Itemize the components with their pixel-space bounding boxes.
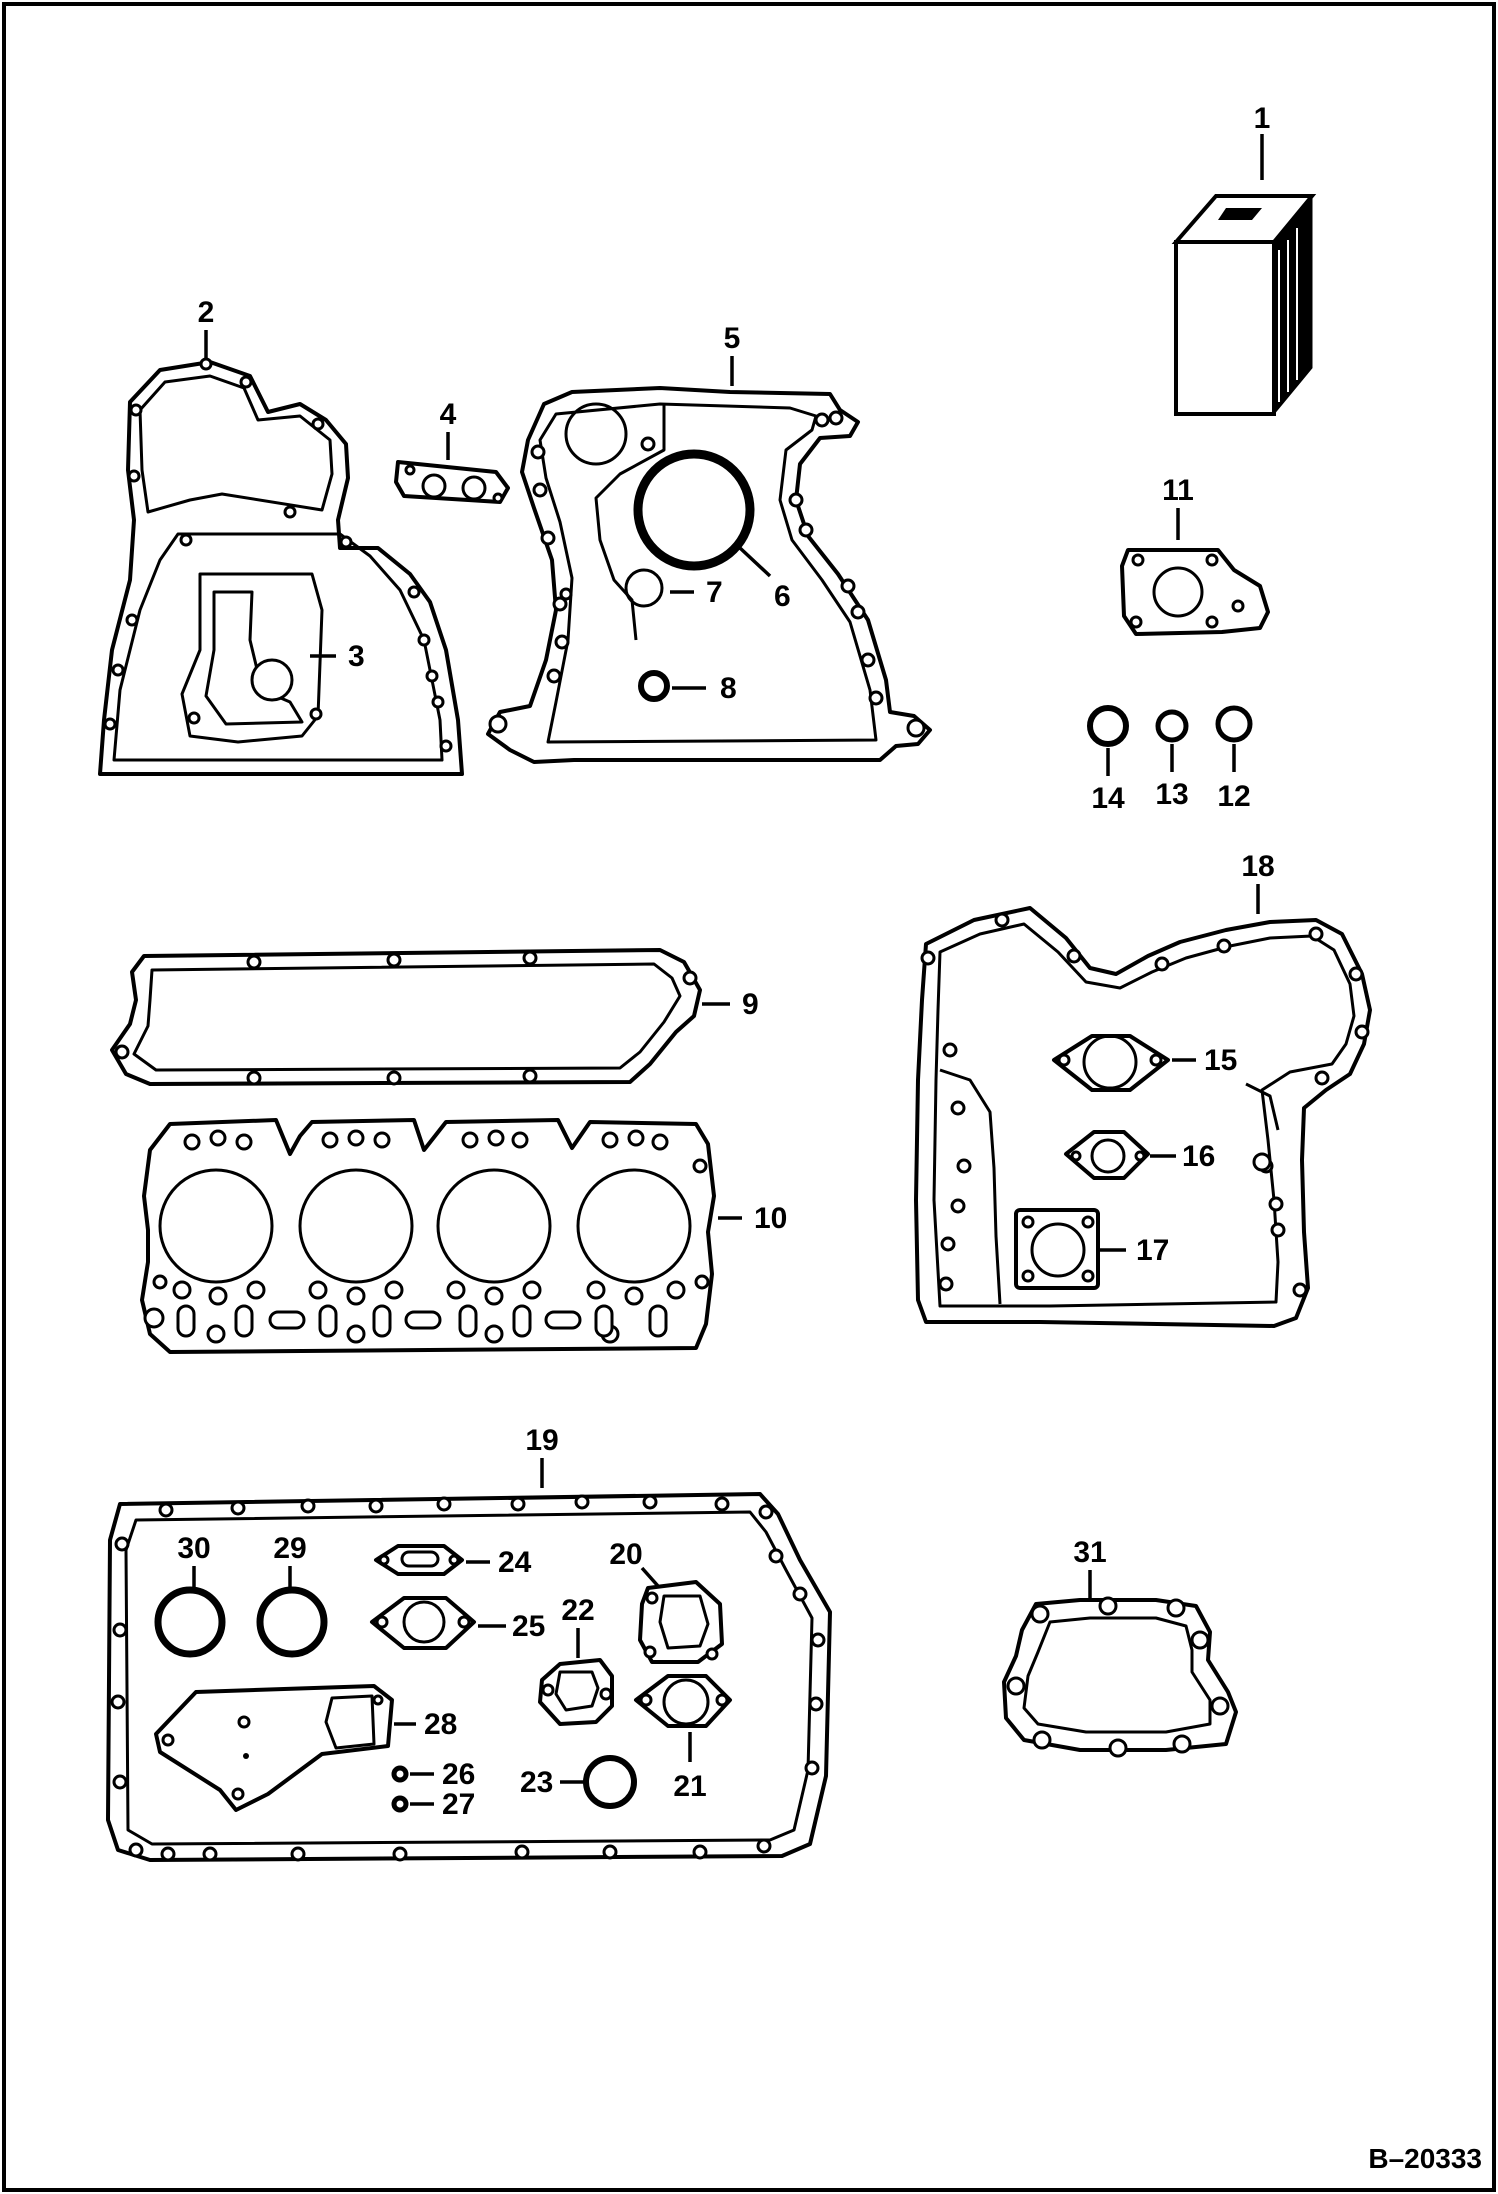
part-18-bolt-holes: [920, 912, 1370, 1298]
callout-5: 5: [724, 322, 741, 355]
part-1-gasket-kit-box: [1171, 194, 1317, 416]
callout-2: 2: [198, 296, 215, 329]
part-24-gasket: [374, 1544, 464, 1576]
callout-18: 18: [1241, 850, 1274, 883]
callout-17: 17: [1136, 1234, 1169, 1267]
figure-reference-code: B–20333: [1368, 2143, 1482, 2174]
part-5-front-cover-gasket: [486, 386, 932, 764]
part-17-gasket: [1014, 1208, 1100, 1290]
part-25-gasket: [370, 1596, 476, 1650]
part-19-bolt-holes: [110, 1494, 826, 1862]
callout-23: 23: [520, 1766, 553, 1799]
callout-3: 3: [348, 640, 365, 673]
callout-14: 14: [1091, 782, 1125, 815]
part-15-gasket: [1052, 1034, 1170, 1092]
callout-6: 6: [774, 580, 791, 613]
callout-21: 21: [673, 1770, 706, 1803]
callout-31: 31: [1073, 1536, 1106, 1569]
callout-27: 27: [442, 1788, 475, 1821]
callout-12: 12: [1217, 780, 1250, 813]
callout-11: 11: [1162, 474, 1194, 507]
part-16-gasket: [1064, 1130, 1150, 1180]
part-31-bolt-holes: [1006, 1596, 1230, 1758]
part-14-washer: [1087, 705, 1129, 747]
leader-6: [738, 546, 772, 578]
part-10-oval-ports: [176, 1304, 668, 1338]
part-31-housing-gasket: [1002, 1596, 1238, 1758]
part-10-cylinder-head-gasket: [140, 1118, 716, 1354]
callout-19: 19: [525, 1424, 558, 1457]
part-23-o-ring: [583, 1755, 637, 1809]
callout-29: 29: [273, 1532, 306, 1565]
callout-30: 30: [177, 1532, 210, 1565]
part-5-bolt-holes: [488, 410, 926, 738]
leader-20: [640, 1566, 660, 1588]
callout-8: 8: [720, 672, 737, 705]
callout-26: 26: [442, 1758, 475, 1791]
part-11-thermostat-gasket: [1120, 548, 1270, 636]
part-4-oil-tube-gasket: [394, 460, 510, 504]
part-28-gasket: [154, 1684, 394, 1812]
callout-9: 9: [742, 988, 759, 1021]
callout-1: 1: [1254, 102, 1271, 135]
part-18-timing-case-gasket: [914, 906, 1372, 1328]
callout-7: 7: [706, 576, 723, 609]
callout-25: 25: [512, 1610, 545, 1643]
part-27-seal: [391, 1795, 409, 1813]
part-19-oil-pan-gasket: [106, 1492, 832, 1862]
callout-20: 20: [609, 1538, 642, 1571]
callout-22: 22: [561, 1594, 594, 1627]
part-2-bolt-holes: [103, 357, 453, 753]
part-21-gasket: [634, 1674, 732, 1728]
part-20-gasket: [638, 1580, 724, 1664]
part-10-holes: [143, 1129, 710, 1344]
callout-13: 13: [1155, 778, 1188, 811]
part-9-valve-cover-gasket: [110, 948, 702, 1086]
part-8-o-ring: [638, 670, 670, 702]
part-22-gasket: [538, 1658, 614, 1726]
callout-24: 24: [498, 1546, 532, 1579]
callout-4: 4: [440, 398, 457, 431]
part-13-washer: [1155, 709, 1189, 743]
part-30-o-ring: [154, 1586, 226, 1658]
part-12-washer: [1215, 705, 1253, 743]
part-29-o-ring: [256, 1586, 328, 1658]
callout-10: 10: [754, 1202, 787, 1235]
part-26-seal: [391, 1765, 409, 1783]
part-7-seal-ring: [624, 568, 664, 608]
part-2-gear-case-gasket: [98, 357, 464, 776]
callout-28: 28: [424, 1708, 457, 1741]
callout-15: 15: [1204, 1044, 1237, 1077]
part-6-o-ring: [633, 449, 755, 571]
callout-16: 16: [1182, 1140, 1215, 1173]
